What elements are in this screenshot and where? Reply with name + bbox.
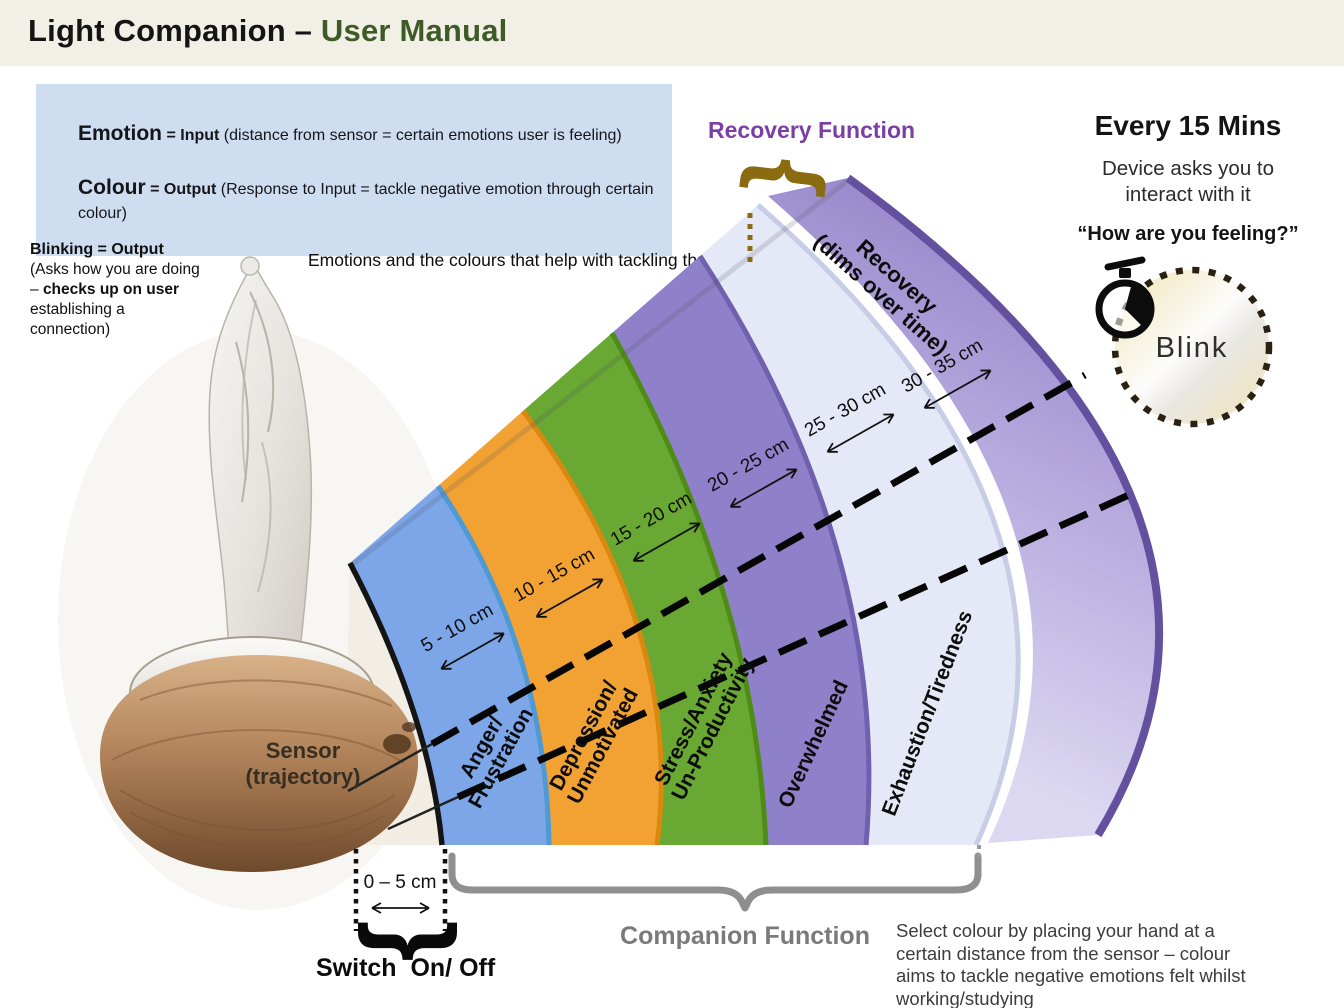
- double-arrow: [440, 632, 505, 670]
- sensor-label-line1: Sensor: [265, 738, 341, 763]
- header-bar: [0, 0, 1344, 66]
- reminder-question: “How are you feeling?”: [1077, 223, 1299, 246]
- reminder-subtitle-line1: Device asks you to: [1101, 157, 1275, 180]
- switch-range-arrow: [371, 902, 430, 914]
- stopwatch-cap: [1104, 256, 1146, 271]
- legend-colour-term: Colour: [78, 176, 146, 200]
- stopwatch-stem: [1119, 268, 1131, 278]
- reminder-subtitle-line2: interact with it: [1125, 182, 1251, 206]
- sensor-label: Sensor(trajectory): [208, 738, 398, 791]
- companion-function-label: Companion Function: [620, 922, 870, 950]
- legend-colour-note: (Response to Input = tackle negative emo…: [78, 181, 654, 222]
- switch-brace: {: [340, 920, 458, 961]
- fan-caption: Emotions and the colours that help with …: [308, 250, 722, 270]
- edge-exhaustion: [756, 203, 1021, 847]
- trajectory-line-2-dashed: [456, 486, 1142, 801]
- legend-box: Emotion = Input (distance from sensor = …: [36, 84, 672, 256]
- blinking-note-seg3: establishing a connection): [30, 301, 125, 338]
- page-title-accent: User Manual: [320, 13, 508, 48]
- edge-stress: [609, 331, 769, 846]
- page-title: Light Companion – User Manual: [28, 13, 507, 49]
- edge-recovery: [845, 174, 1164, 838]
- blinking-note-seg2: checks up on user: [42, 281, 180, 299]
- wood-grain: [111, 679, 405, 849]
- double-arrow: [923, 369, 992, 409]
- legend-emotion-term: Emotion: [78, 122, 162, 145]
- edge-anger: [435, 484, 552, 846]
- trajectory-line-1-dashed: [430, 371, 1087, 748]
- band-stress: [523, 333, 766, 845]
- legend-colour-eq: = Output: [150, 181, 217, 199]
- switch-on-off-label: Switch On/ Off: [316, 954, 496, 982]
- legend-emotion-line: Emotion = Input (distance from sensor = …: [78, 120, 654, 148]
- wood-knot-small: [402, 722, 416, 732]
- wooden-base: [100, 655, 419, 872]
- legend-emotion-note: (distance from sensor = certain emotions…: [219, 127, 622, 144]
- stopwatch-wedge: [1125, 281, 1154, 330]
- trajectory-line-2-solid: [387, 795, 459, 831]
- wood-knot: [383, 734, 411, 754]
- reminder-heading: Every 15 Mins: [1094, 110, 1282, 141]
- band-depression: [438, 411, 662, 845]
- band-exhaustion: [700, 205, 1019, 845]
- legend-colour-line: Colour = Output (Response to Input = tac…: [78, 174, 654, 224]
- sensor-label-line2: (trajectory): [245, 764, 361, 790]
- double-arrow: [632, 522, 701, 562]
- fan-top-shadow: [350, 180, 848, 567]
- double-arrow: [729, 468, 798, 508]
- switch-range-label: 0 – 5 cm: [363, 872, 437, 893]
- companion-bracket: [448, 852, 982, 912]
- page-title-prefix: Light Companion –: [28, 13, 321, 48]
- double-arrow: [826, 413, 895, 453]
- recovery-brace: {: [738, 153, 844, 201]
- recovery-function-heading: Recovery Function: [708, 117, 916, 143]
- blinking-note: Blinking = Output (Asks how you are doin…: [30, 240, 208, 340]
- edge-overwhelmed: [697, 254, 872, 846]
- band-recovery: [768, 178, 1160, 843]
- trajectory-line-1-solid: [347, 742, 433, 793]
- legend-emotion-eq: = Input: [166, 127, 220, 144]
- blinking-note-seg1: (Asks how you are doing –: [30, 261, 200, 299]
- device-illustration: [58, 256, 458, 910]
- band-overwhelmed: [612, 256, 869, 845]
- blinking-note-heading: Blinking = Output: [30, 241, 164, 258]
- stopwatch-icon: [1095, 256, 1155, 339]
- companion-function-description: Select colour by placing your hand at a …: [896, 920, 1246, 1008]
- double-arrow: [535, 578, 604, 618]
- flame-tip: [240, 256, 260, 276]
- inner-black-arc: [347, 561, 445, 846]
- blink-label: Blink: [1156, 332, 1229, 364]
- band-anger: [350, 486, 549, 845]
